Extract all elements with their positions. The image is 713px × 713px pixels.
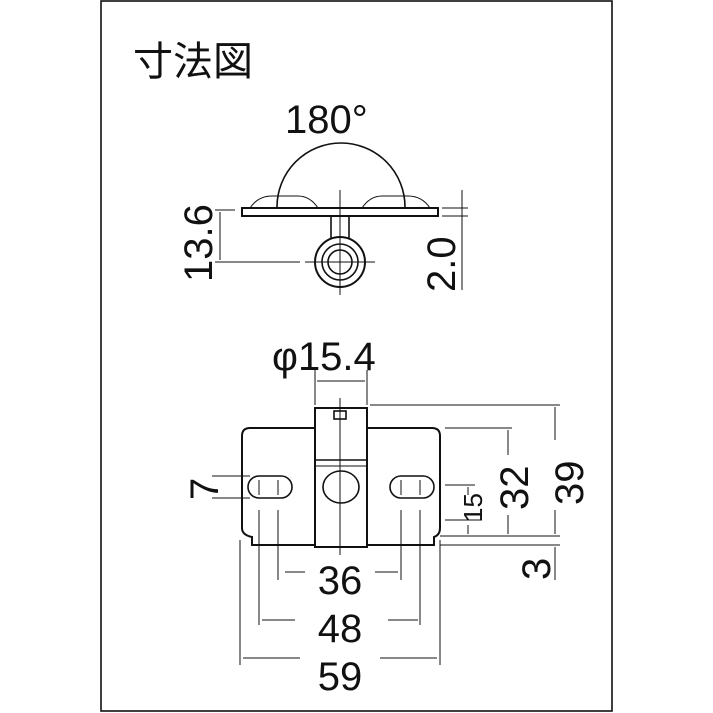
height-label: 13.6	[177, 204, 221, 282]
slot-width-label: 7	[183, 478, 227, 500]
hinge-barrel	[314, 407, 368, 548]
drawing-title: 寸法図	[133, 40, 253, 84]
pitch-outer-label: 48	[318, 607, 363, 651]
width-label: 59	[318, 655, 363, 699]
angle-label: 180°	[285, 98, 368, 142]
hole-height-label: 15	[458, 493, 488, 522]
left-slot	[247, 475, 293, 499]
height-total-label: 39	[548, 461, 592, 506]
thickness-label: 2.0	[420, 236, 464, 292]
height-plate-label: 32	[493, 466, 537, 511]
angle-arc	[276, 142, 406, 208]
front-view: φ15.4 36	[183, 335, 592, 699]
top-view: 180° 13.6 2.0	[177, 98, 468, 295]
center-hole	[322, 470, 360, 504]
diameter-label: φ15.4	[272, 335, 376, 379]
tab-label: 3	[515, 558, 559, 580]
right-slot	[389, 475, 435, 499]
pitch-inner-label: 36	[318, 559, 363, 603]
drawing-frame	[100, 0, 613, 712]
